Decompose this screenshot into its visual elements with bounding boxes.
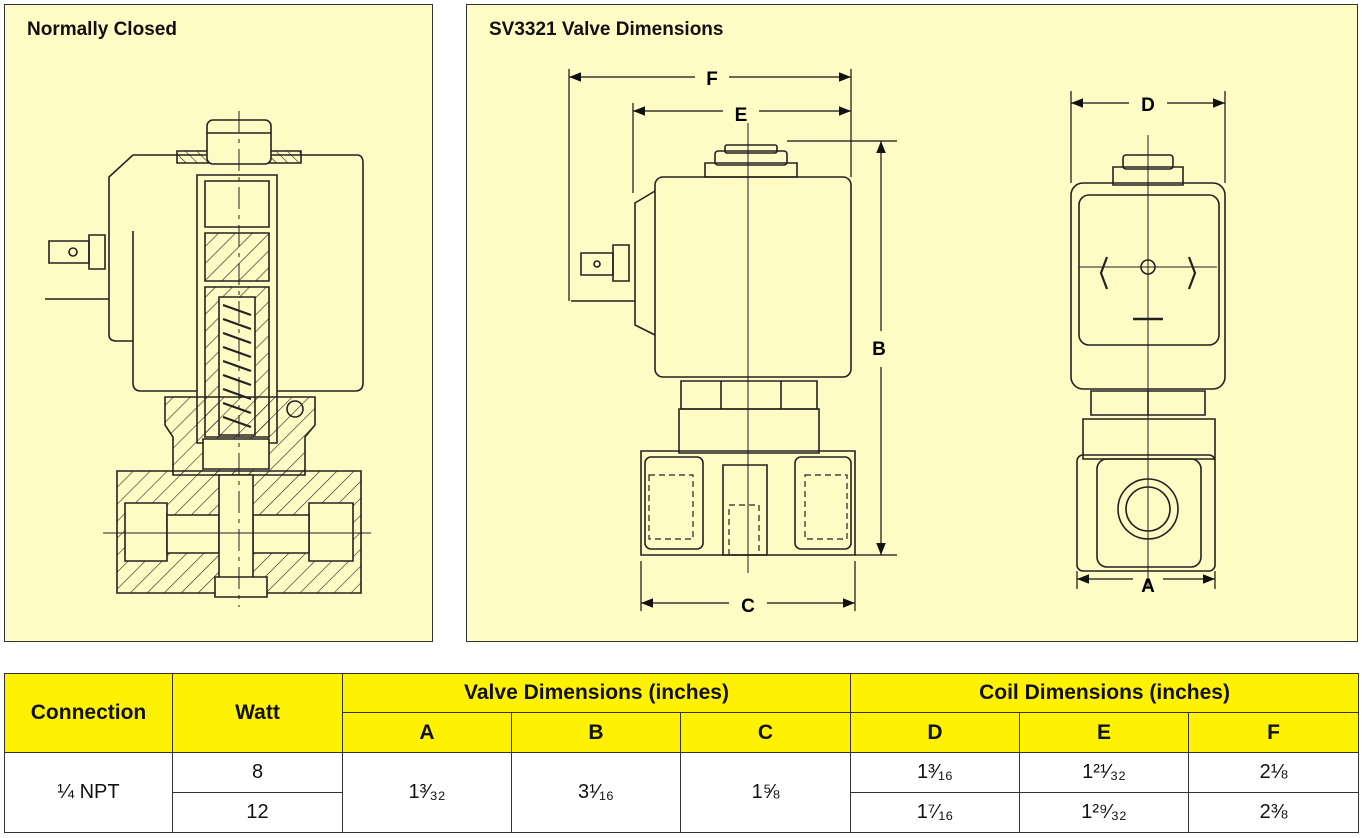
dimensions-table: Connection Watt Valve Dimensions (inches…: [4, 673, 1360, 833]
front-coil: [655, 177, 851, 377]
cell-valve-b: 3¹⁄₁₆: [511, 752, 681, 833]
cell-coil-e: 1²⁹⁄₃₂: [1019, 792, 1190, 833]
header-watt: Watt: [172, 673, 343, 753]
header-c: C: [679, 712, 852, 753]
cell-watt: 12: [172, 792, 343, 833]
cell-valve-a: 1³⁄₃₂: [342, 752, 512, 833]
header-valve-dimensions: Valve Dimensions (inches): [341, 673, 852, 713]
header-connection: Connection: [4, 673, 173, 753]
side-body: [1077, 455, 1215, 571]
cell-coil-d: 1³⁄₁₆: [850, 752, 1021, 793]
cell-connection: ¼ NPT: [4, 752, 173, 833]
header-f: F: [1188, 712, 1360, 753]
cross-section-panel: Normally Closed: [4, 4, 433, 642]
header-b: B: [511, 712, 681, 753]
coil-housing: [133, 155, 363, 391]
cell-coil-f: 2⅜: [1188, 792, 1360, 833]
header-a: A: [342, 712, 512, 753]
header-d: D: [850, 712, 1021, 753]
table-row: 12 1⁷⁄₁₆ 1²⁹⁄₃₂ 2⅜: [5, 792, 1360, 833]
cell-watt: 8: [172, 752, 343, 793]
dim-label-a: A: [1141, 576, 1155, 597]
dimensions-panel: SV3321 Valve Dimensions: [466, 4, 1358, 642]
cell-coil-e: 1²¹⁄₃₂: [1019, 752, 1190, 793]
front-terminal: [581, 253, 613, 275]
dim-label-f: F: [706, 69, 718, 90]
dimensions-title: SV3321 Valve Dimensions: [489, 19, 724, 40]
cell-coil-f: 2⅛: [1188, 752, 1360, 793]
dim-label-d: D: [1141, 95, 1155, 116]
valve-dimension-drawing: F E B C D A: [467, 69, 1359, 617]
dim-label-b: B: [872, 339, 886, 360]
cell-coil-d: 1⁷⁄₁₆: [850, 792, 1021, 833]
cross-section-title: Normally Closed: [27, 19, 177, 40]
valve-cross-section-drawing: [5, 5, 434, 643]
table-row: ¼ NPT 8 1³⁄₃₂ 3¹⁄₁₆ 1⅝ 1³⁄₁₆ 1²¹⁄₃₂ 2⅛: [4, 752, 1360, 833]
header-e: E: [1019, 712, 1190, 753]
cell-valve-c: 1⅝: [679, 752, 852, 833]
header-coil-dimensions: Coil Dimensions (inches): [850, 673, 1360, 713]
dim-label-e: E: [735, 105, 748, 126]
dim-label-c: C: [741, 596, 755, 617]
